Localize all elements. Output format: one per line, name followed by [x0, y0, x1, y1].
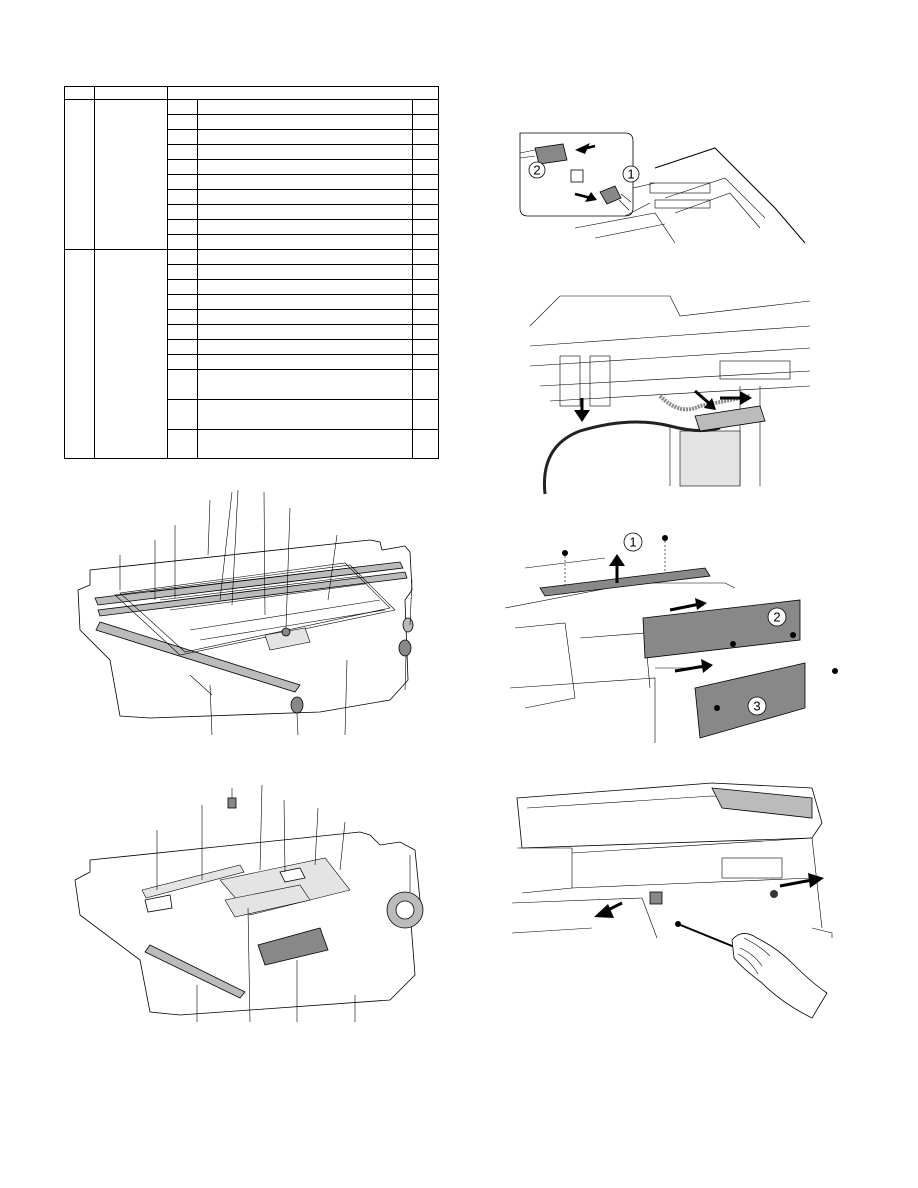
- table-cell: [197, 189, 413, 205]
- table-cell: [197, 204, 413, 220]
- table-cell: [167, 144, 198, 160]
- header-cell: [94, 86, 168, 100]
- callout-cover-2: 2: [773, 610, 780, 625]
- table-cell: [197, 144, 413, 160]
- step-cover-illustration: 1 2 3: [504, 532, 838, 743]
- table-cell: [197, 324, 413, 340]
- table-cell: [411, 189, 440, 205]
- table-cell: [411, 339, 440, 355]
- scanner-base-illustration: [74, 784, 424, 1023]
- table-cell: [167, 324, 198, 340]
- table-cell: [411, 369, 440, 400]
- table-cell: [411, 279, 440, 295]
- table-cell: [411, 219, 440, 235]
- table-cell: [197, 309, 413, 325]
- table-cell: [411, 429, 440, 459]
- table-cell: [411, 174, 440, 190]
- table-row: [65, 189, 440, 205]
- step-harness-illustration: [529, 295, 811, 495]
- table-cell: [167, 99, 198, 115]
- header-cell: [166, 86, 440, 100]
- table-cell: [197, 294, 413, 310]
- table-cell: [411, 99, 440, 115]
- table-header-row: [64, 86, 440, 100]
- table-cell: [197, 129, 413, 145]
- table-cell: [411, 129, 440, 145]
- table-row: [65, 234, 440, 250]
- table-cell: [64, 249, 95, 459]
- table-cell: [411, 264, 440, 280]
- table-cell: [167, 294, 198, 310]
- table-row: [64, 249, 440, 459]
- table-cell: [197, 339, 413, 355]
- table-cell: [197, 354, 413, 370]
- table-cell: [167, 204, 198, 220]
- table-cell: [167, 174, 198, 190]
- callout-cover-3: 3: [753, 699, 760, 714]
- scanner-frame-illustration: [77, 489, 414, 736]
- table-cell: [197, 369, 413, 400]
- table-cell: [167, 189, 198, 205]
- table-row: [65, 279, 440, 295]
- table-cell: [167, 264, 198, 280]
- header-cell: [64, 86, 95, 100]
- table-cell: [167, 129, 198, 145]
- table-cell: [197, 279, 413, 295]
- table-cell: [197, 234, 413, 250]
- table-cell: [167, 249, 198, 265]
- table-cell: [167, 369, 198, 400]
- table-row: [65, 429, 440, 459]
- table-cell: [197, 399, 413, 430]
- table-cell: [411, 249, 440, 265]
- table-cell: [167, 339, 198, 355]
- table-row: [65, 324, 440, 340]
- parts-list-table: [64, 86, 440, 459]
- table-cell: [167, 309, 198, 325]
- table-cell: [94, 249, 168, 459]
- table-cell: [167, 219, 198, 235]
- table-cell: [411, 204, 440, 220]
- table-cell: [411, 114, 440, 130]
- table-cell: [167, 399, 198, 430]
- step-connector-illustration: 2 1: [519, 132, 806, 244]
- table-cell: [167, 159, 198, 175]
- table-cell: [411, 324, 440, 340]
- table-cell: [411, 144, 440, 160]
- table-cell: [167, 234, 198, 250]
- table-cell: [197, 174, 413, 190]
- table-cell: [167, 354, 198, 370]
- table-cell: [64, 99, 95, 250]
- table-cell: [197, 99, 413, 115]
- table-cell: [411, 234, 440, 250]
- step-screwdriver-illustration: [511, 782, 833, 1019]
- table-cell: [167, 279, 198, 295]
- table-cell: [197, 249, 413, 265]
- table-cell: [197, 264, 413, 280]
- table-cell: [94, 99, 168, 250]
- table-cell: [411, 309, 440, 325]
- table-row: [65, 354, 440, 370]
- table-row: [64, 99, 440, 250]
- table-cell: [167, 114, 198, 130]
- table-cell: [197, 159, 413, 175]
- callout-cover-1: 1: [629, 535, 636, 550]
- table-row: [65, 369, 440, 400]
- table-cell: [411, 354, 440, 370]
- table-cell: [197, 114, 413, 130]
- table-row: [65, 204, 440, 220]
- table-cell: [197, 429, 413, 459]
- table-row: [65, 264, 440, 280]
- table-cell: [197, 219, 413, 235]
- table-cell: [411, 294, 440, 310]
- table-cell: [411, 399, 440, 430]
- table-cell: [167, 429, 198, 459]
- table-cell: [411, 159, 440, 175]
- callout-1: 1: [627, 167, 634, 182]
- callout-2: 2: [533, 163, 540, 178]
